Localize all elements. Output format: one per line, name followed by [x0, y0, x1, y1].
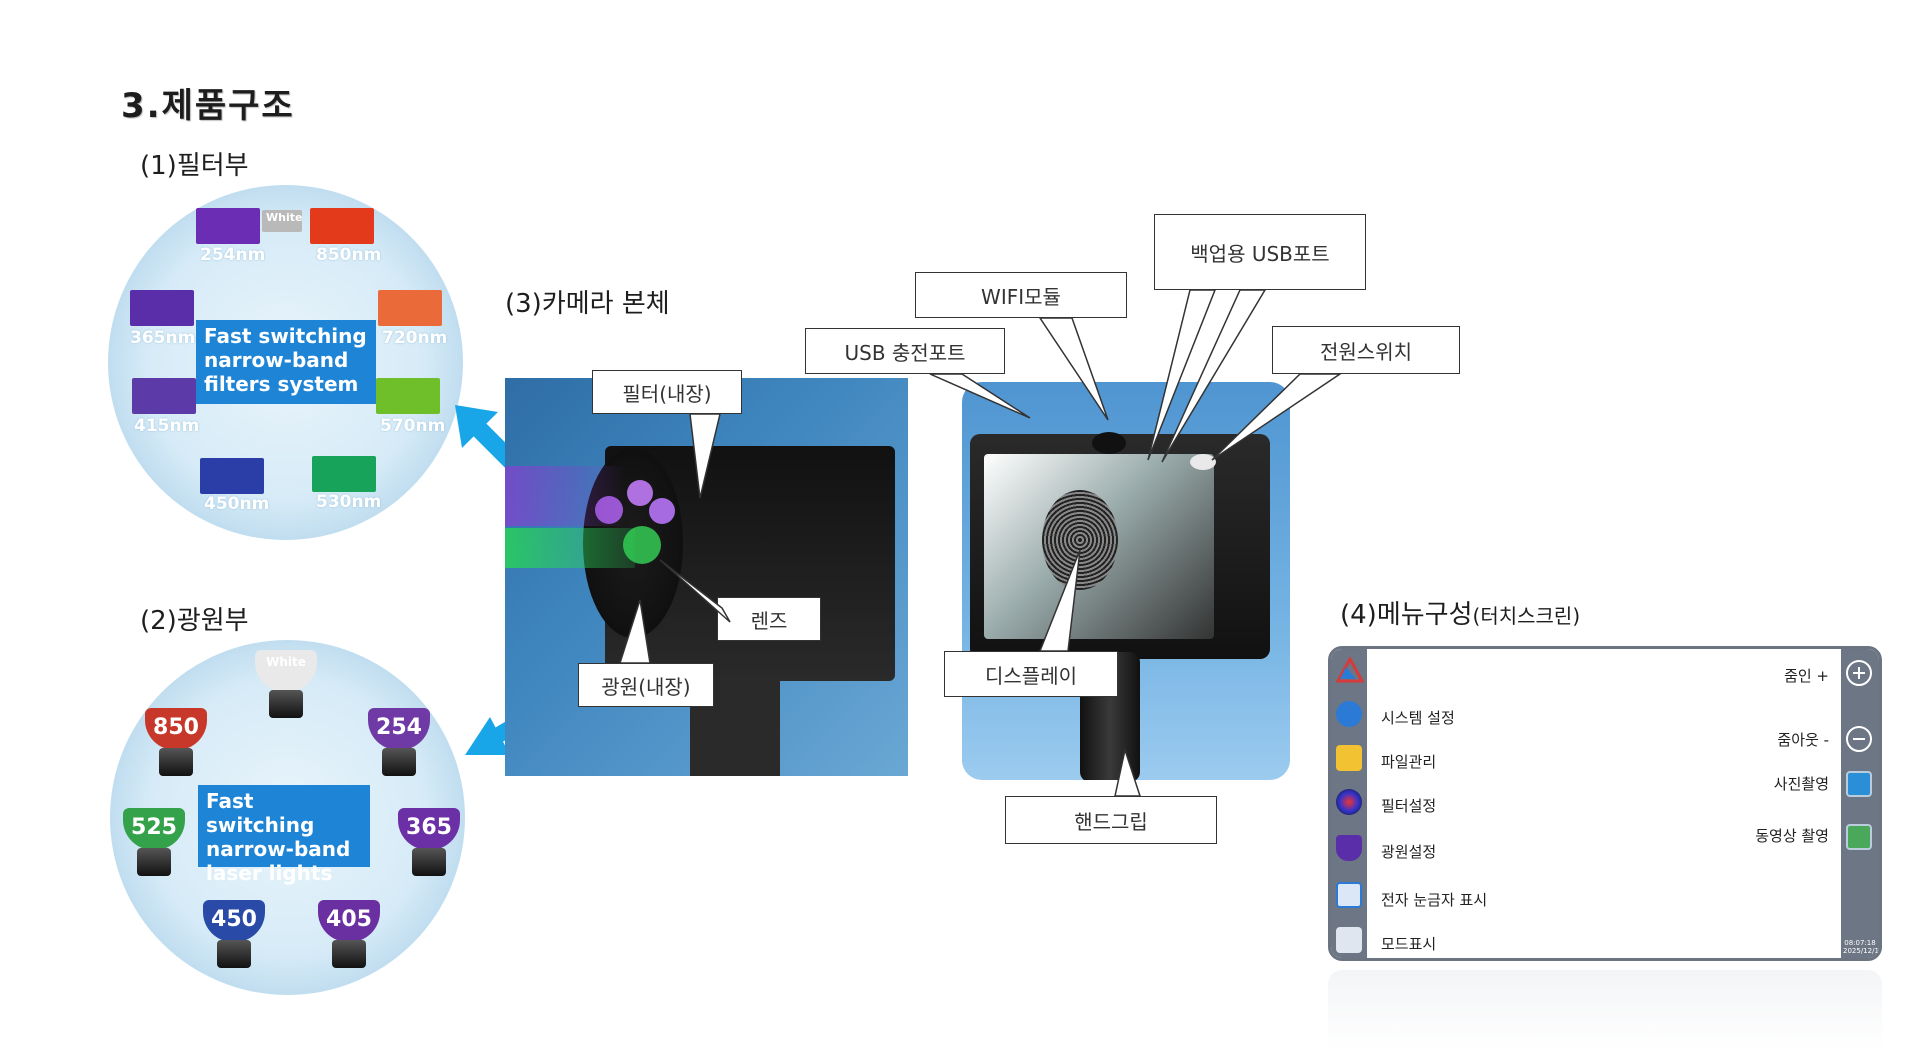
menu-item-light-settings[interactable]: 광원설정: [1381, 843, 1437, 861]
zoom-in-label[interactable]: 줌인 +: [1784, 667, 1829, 685]
filter-white-label: White: [266, 211, 303, 224]
laser-525-base: [137, 848, 171, 876]
laser-white-base: [269, 690, 303, 718]
laser-850-base: [159, 748, 193, 776]
ruler-icon[interactable]: [1336, 882, 1362, 908]
zoom-in-icon[interactable]: [1845, 659, 1873, 687]
laser-405: 405: [318, 900, 380, 980]
callout-wifi: WIFI모듈: [915, 272, 1127, 318]
filter-wheel-caption: Fast switching narrow-band filters syste…: [196, 320, 376, 404]
menu-right-bar: [1841, 649, 1879, 958]
light-wheel-caption: Fast switching narrow-band laser lights: [198, 785, 370, 885]
filter-label-720: 720nm: [382, 328, 448, 348]
photo-label[interactable]: 사진촬영: [1773, 775, 1829, 793]
laser-icon[interactable]: [1336, 835, 1362, 861]
laser-850: 850: [145, 708, 207, 788]
filter-label-850: 850nm: [316, 245, 382, 265]
menu-section-heading: (4)메뉴구성(터치스크린): [1340, 594, 1580, 631]
purple-beam: [505, 466, 625, 526]
camera-section-heading: (3)카메라 본체: [505, 289, 670, 319]
filter-850: [310, 208, 374, 244]
green-beam: [505, 528, 635, 568]
filter-caption-line-2: narrow-band: [204, 348, 349, 372]
callout-usb-charge: USB 충전포트: [805, 328, 1005, 374]
filter-label-530: 530nm: [316, 492, 382, 512]
laser-405-label: 405: [318, 900, 380, 942]
callout-light-internal: 광원(내장): [578, 663, 714, 707]
menu-item-filter-settings[interactable]: 필터설정: [1381, 797, 1437, 815]
filter-led-3: [649, 498, 675, 524]
menu-item-ruler-display[interactable]: 전자 눈금자 표시: [1381, 891, 1488, 909]
filter-720: [378, 290, 442, 326]
light-caption-line-1: Fast switching: [206, 789, 315, 837]
filter-caption-line-1: Fast switching: [204, 324, 367, 348]
callout-filter-internal: 필터(내장): [592, 370, 742, 414]
power-switch: [1190, 454, 1216, 470]
menu-reflection: [1328, 970, 1882, 1050]
filter-570: [376, 378, 440, 414]
callout-lens: 렌즈: [717, 597, 821, 641]
folder-icon[interactable]: [1336, 745, 1362, 771]
light-section-heading: (2)광원부: [140, 606, 249, 636]
camera-front-image: [505, 378, 908, 776]
menu-heading-small: (터치스크린): [1472, 604, 1581, 628]
laser-365-label: 365: [398, 808, 460, 850]
light-caption-line-2: narrow-band: [206, 837, 351, 861]
laser-365-base: [412, 848, 446, 876]
filter-530: [312, 456, 376, 492]
touch-menu-panel: 시스템 설정 파일관리 필터설정 광원설정 전자 눈금자 표시 모드표시 줌인 …: [1328, 646, 1882, 961]
menu-item-system-settings[interactable]: 시스템 설정: [1381, 709, 1455, 727]
logo-icon: [1336, 657, 1364, 683]
zoom-out-label[interactable]: 줌아웃 -: [1777, 731, 1829, 749]
callout-display: 디스플레이: [944, 651, 1118, 697]
filter-white: [262, 210, 302, 232]
menu-item-mode-display[interactable]: 모드표시: [1381, 935, 1437, 953]
filter-label-415: 415nm: [134, 416, 200, 436]
laser-450-label: 450: [203, 900, 265, 942]
light-caption-line-3: laser lights: [206, 861, 333, 885]
laser-450: 450: [203, 900, 265, 980]
laser-525-label: 525: [123, 808, 185, 850]
laser-405-base: [332, 940, 366, 968]
filter-wheel-icon[interactable]: [1336, 789, 1362, 815]
filter-254: [196, 208, 260, 244]
callout-grip: 핸드그립: [1005, 796, 1217, 844]
laser-white: White: [255, 650, 317, 730]
video-icon[interactable]: [1846, 824, 1872, 850]
filter-label-365: 365nm: [130, 328, 196, 348]
settings-icon[interactable]: [1336, 701, 1362, 727]
laser-254-base: [382, 748, 416, 776]
filter-label-450: 450nm: [204, 494, 270, 514]
fingerprint-image: [1042, 490, 1118, 590]
filter-450: [200, 458, 264, 494]
laser-850-label: 850: [145, 708, 207, 750]
clock-date: 2025/12/1: [1843, 947, 1879, 955]
laser-450-base: [217, 940, 251, 968]
camera-back-image: [962, 382, 1290, 780]
wifi-module: [1092, 432, 1126, 454]
mode-icon[interactable]: [1336, 927, 1362, 953]
camera-icon[interactable]: [1846, 771, 1872, 797]
clock-time: 08:07:18: [1844, 939, 1876, 947]
laser-white-label: White: [255, 650, 317, 692]
zoom-out-icon[interactable]: [1845, 725, 1873, 753]
laser-525: 525: [123, 808, 185, 888]
filter-caption-line-3: filters system: [204, 372, 359, 396]
clock-display: 08:07:18 2025/12/1: [1843, 939, 1879, 955]
filter-label-254: 254nm: [200, 245, 266, 265]
filter-415: [132, 378, 196, 414]
filter-section-heading: (1)필터부: [140, 151, 249, 181]
filter-365: [130, 290, 194, 326]
callout-backup-usb: 백업용 USB포트: [1154, 214, 1366, 290]
video-label[interactable]: 동영상 촬영: [1755, 827, 1829, 845]
laser-365: 365: [398, 808, 460, 888]
menu-item-file-management[interactable]: 파일관리: [1381, 753, 1437, 771]
laser-254-label: 254: [368, 708, 430, 750]
page-title: 3.제품구조: [121, 86, 295, 126]
menu-heading-main: (4)메뉴구성: [1340, 600, 1473, 630]
filter-led-2: [627, 480, 653, 506]
filter-label-570: 570nm: [380, 416, 446, 436]
callout-power: 전원스위치: [1272, 326, 1460, 374]
laser-254: 254: [368, 708, 430, 788]
